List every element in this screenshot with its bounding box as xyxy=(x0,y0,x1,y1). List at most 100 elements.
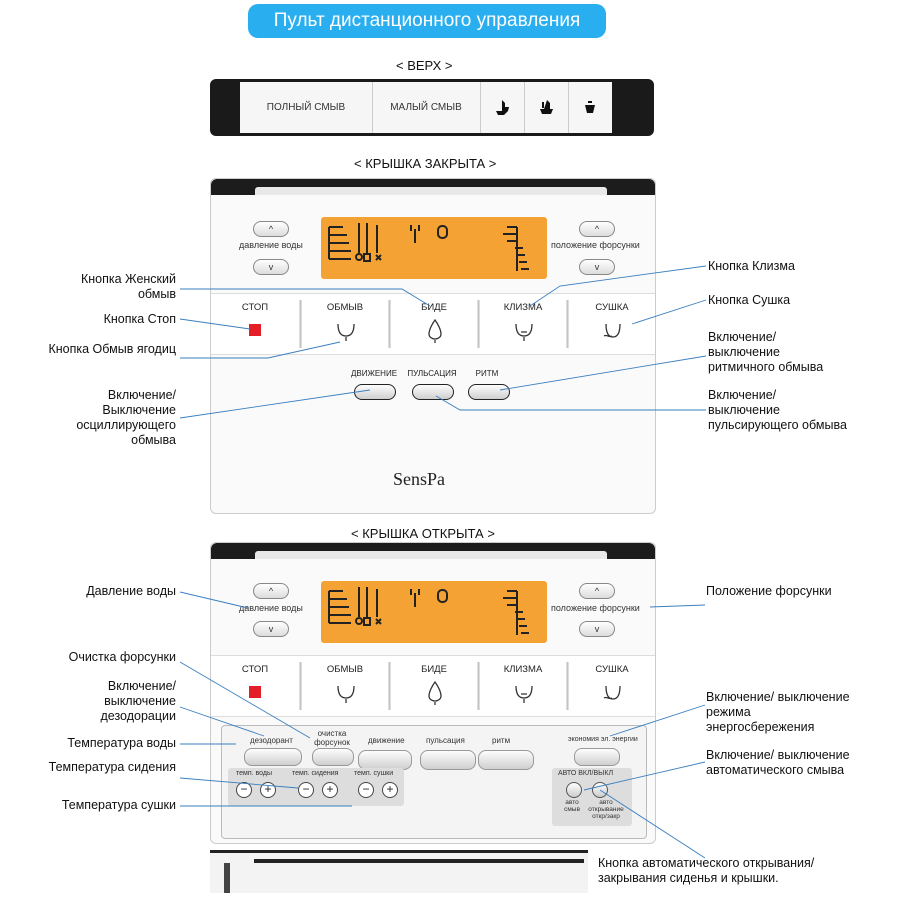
lid-button[interactable] xyxy=(480,82,525,133)
up-glyph: ^ xyxy=(594,586,600,596)
dry-temp-minus-button[interactable]: − xyxy=(358,782,374,798)
nozzle-position-label: положение форсунки xyxy=(551,240,640,250)
deodorant-button[interactable] xyxy=(244,748,302,766)
pulsation-label: ПУЛЬСАЦИЯ xyxy=(407,369,457,378)
dry-temp-callout: Температура сушки xyxy=(61,798,176,812)
bidet-icon xyxy=(428,318,442,343)
energy-saving-button[interactable] xyxy=(574,748,620,766)
stop-square-icon xyxy=(249,686,261,698)
minus-glyph: − xyxy=(240,782,248,796)
dry-button-open[interactable]: СУШКА xyxy=(569,656,655,716)
wash-label: ОБМЫВ xyxy=(326,664,364,675)
water-pressure-down-button-open[interactable]: v xyxy=(253,621,289,637)
dry-temp-plus-button[interactable]: + xyxy=(382,782,398,798)
water-pressure-callout: Давление воды xyxy=(86,584,176,598)
stop-button-open[interactable]: СТОП xyxy=(211,656,299,716)
deodorization-callout: Включение/ выключение дезодорации xyxy=(100,679,176,723)
down-glyph: v xyxy=(268,262,274,272)
enema-icon xyxy=(515,323,533,341)
water-pressure-label: давление воды xyxy=(239,240,303,250)
down-glyph: v xyxy=(594,262,600,272)
energy-mode-callout: Включение/ выключение режима энергосбере… xyxy=(706,690,850,734)
auto-flush-label: авто смыв xyxy=(564,799,580,813)
up-glyph: ^ xyxy=(268,586,274,596)
water-pressure-label-open: давление воды xyxy=(239,603,303,613)
water-pressure-down-button[interactable]: v xyxy=(253,259,289,275)
top-button-bar: ПОЛНЫЙ СМЫВ МАЛЫЙ СМЫВ xyxy=(210,79,654,136)
female-wash-callout: Кнопка Женский обмыв xyxy=(80,272,176,301)
nozzle-position-down-button-open[interactable]: v xyxy=(579,621,615,637)
enema-button-open[interactable]: КЛИЗМА xyxy=(480,656,566,716)
movement-label: ДВИЖЕНИЕ xyxy=(350,369,398,378)
auto-flush-callout: Включение/ выключение автоматического см… xyxy=(706,748,850,777)
dry-button[interactable]: СУШКА xyxy=(569,294,655,354)
down-glyph: v xyxy=(594,624,600,634)
seat-temp-minus-button[interactable]: − xyxy=(298,782,314,798)
lcd-indicators-icon xyxy=(328,587,529,635)
seat-icon xyxy=(540,99,553,114)
stop-square-icon xyxy=(249,324,261,336)
nozzle-clean-label: очистка форсунок xyxy=(314,729,350,747)
wash-icon xyxy=(337,685,355,703)
bidet-button-open[interactable]: БИДЕ xyxy=(391,656,477,716)
section-top-label: < ВЕРХ > xyxy=(396,58,453,73)
nozzle-position-callout: Положение форсунки xyxy=(706,584,832,598)
pulsation-button[interactable] xyxy=(412,384,454,400)
water-pressure-up-button[interactable]: ^ xyxy=(253,221,289,237)
lcd-display xyxy=(321,217,547,279)
deodorant-label: дезодорант xyxy=(250,736,293,745)
rhythm-button-open[interactable] xyxy=(478,750,534,770)
closed-lid-panel: ^ давление воды v ^ положение форсунки v… xyxy=(210,178,656,514)
up-glyph: ^ xyxy=(268,224,274,234)
water-pressure-up-button-open[interactable]: ^ xyxy=(253,583,289,599)
wash-icon xyxy=(337,323,355,341)
pulsation-button-open[interactable] xyxy=(420,750,476,770)
seat-edge xyxy=(210,850,588,893)
full-flush-button[interactable]: ПОЛНЫЙ СМЫВ xyxy=(240,82,373,133)
lift-button[interactable] xyxy=(568,82,612,133)
brand-logo: SensPa xyxy=(393,469,446,489)
wash-button-open[interactable]: ОБМЫВ xyxy=(302,656,388,716)
plus-glyph: + xyxy=(326,782,334,796)
movement-label-open: движение xyxy=(368,736,405,745)
bidet-label: БИДЕ xyxy=(421,302,447,313)
auto-open-label: авто открывание откр/закр xyxy=(588,799,624,820)
minus-glyph: − xyxy=(362,782,370,796)
seat-button[interactable] xyxy=(524,82,569,133)
dry-icon xyxy=(603,685,621,700)
seat-temp-callout: Температура сидения xyxy=(48,760,176,774)
auto-flush-button[interactable] xyxy=(566,782,582,798)
nozzle-position-down-button[interactable]: v xyxy=(579,259,615,275)
dry-label: СУШКА xyxy=(595,302,629,313)
nozzle-position-label-open: положение форсунки xyxy=(551,603,640,613)
seat-temp-plus-button[interactable]: + xyxy=(322,782,338,798)
oscillating-callout: Включение/ Выключение осциллирующего обм… xyxy=(76,388,176,447)
lcd-display-open xyxy=(321,581,547,643)
nozzle-position-up-button-open[interactable]: ^ xyxy=(579,583,615,599)
rhythm-label: РИТМ xyxy=(475,369,499,378)
drying-callout: Кнопка Сушка xyxy=(708,293,791,307)
wash-label: ОБМЫВ xyxy=(326,302,364,313)
stop-callout: Кнопка Стоп xyxy=(103,312,176,326)
temp-dry-label: темп. сушки xyxy=(354,770,394,777)
wash-button[interactable]: ОБМЫВ xyxy=(302,294,388,354)
bidet-icon xyxy=(428,680,442,705)
small-flush-label: МАЛЫЙ СМЫВ xyxy=(390,102,462,113)
nozzle-position-up-button[interactable]: ^ xyxy=(579,221,615,237)
rhythm-button[interactable] xyxy=(468,384,510,400)
nozzle-clean-button[interactable] xyxy=(312,748,354,766)
plus-glyph: + xyxy=(264,782,272,796)
stop-button[interactable]: СТОП xyxy=(211,294,299,354)
auto-open-callout: Кнопка автоматического открывания/ закры… xyxy=(598,856,815,885)
temperature-block: темп. воды темп. сидения темп. сушки − +… xyxy=(228,768,404,806)
rhythmic-callout: Включение/ выключение ритмичного обмыва xyxy=(708,330,824,374)
bidet-button[interactable]: БИДЕ xyxy=(391,294,477,354)
pulsating-callout: Включение/ выключение пульсирующего обмы… xyxy=(708,388,847,432)
water-temp-minus-button[interactable]: − xyxy=(236,782,252,798)
small-flush-button[interactable]: МАЛЫЙ СМЫВ xyxy=(372,82,481,133)
minus-glyph: − xyxy=(302,782,310,796)
enema-button[interactable]: КЛИЗМА xyxy=(480,294,566,354)
stop-label: СТОП xyxy=(241,664,269,675)
lcd-indicators-icon xyxy=(328,223,529,271)
